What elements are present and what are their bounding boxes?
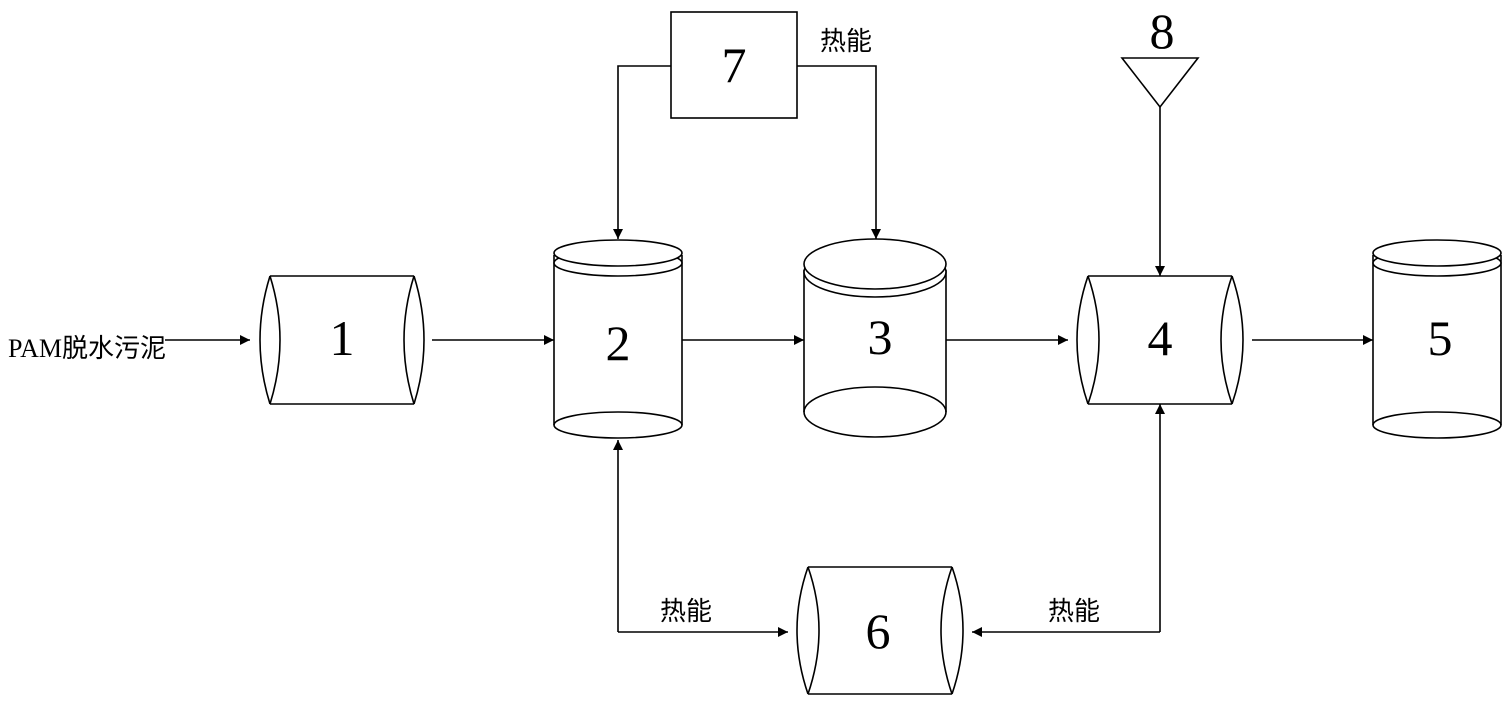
arrow-7-to-3 <box>797 65 881 239</box>
unit-5-label: 5 <box>1428 310 1453 366</box>
flow-arrows <box>165 65 1373 637</box>
unit-3-label: 3 <box>868 309 893 365</box>
unit-6-label: 6 <box>866 603 891 659</box>
heat-label-bottom-right: 热能 <box>1048 597 1100 626</box>
unit-4-label: 4 <box>1148 310 1173 366</box>
unit-8-label: 8 <box>1150 3 1175 59</box>
unit-2: 2 <box>553 239 683 439</box>
heat-label-top: 热能 <box>820 27 872 56</box>
unit-8: 8 <box>1120 3 1200 109</box>
unit-7: 7 <box>670 11 798 119</box>
arrow-7-to-2 <box>613 65 671 239</box>
heat-label-bottom-left: 热能 <box>660 597 712 626</box>
unit-4: 4 <box>1076 275 1244 405</box>
input-label: PAM脱水污泥 <box>8 334 166 363</box>
unit-5: 5 <box>1372 239 1502 439</box>
unit-7-label: 7 <box>722 37 747 93</box>
unit-6: 6 <box>796 566 964 695</box>
unit-1: 1 <box>259 275 425 405</box>
unit-1-label: 1 <box>330 310 355 366</box>
unit-2-label: 2 <box>606 315 631 371</box>
unit-3: 3 <box>803 238 947 438</box>
